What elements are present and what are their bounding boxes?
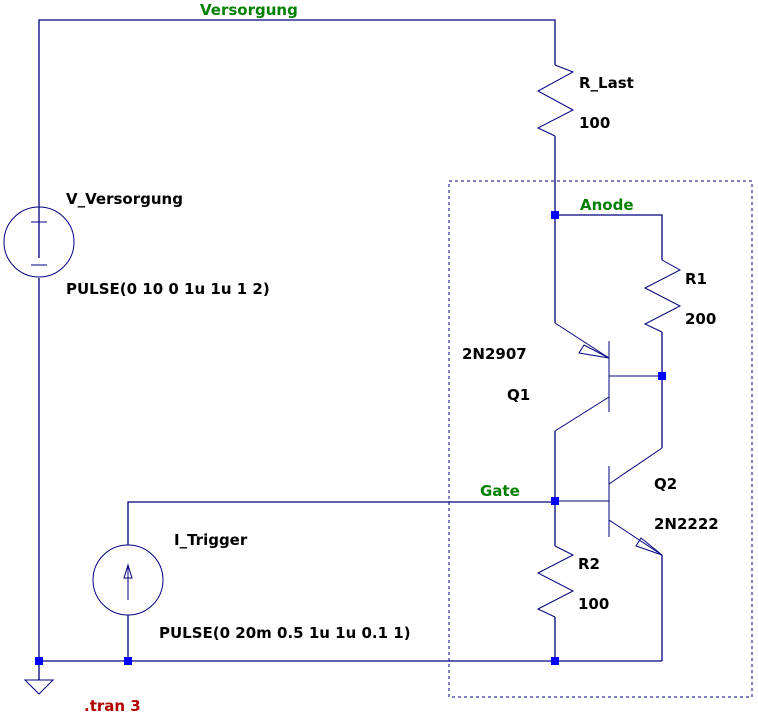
resistor-r1-symbol[interactable] [643, 259, 682, 333]
transistor-q1-symbol[interactable] [554, 322, 662, 432]
wire-supply-top[interactable] [38, 19, 556, 258]
q1-name[interactable]: Q1 [507, 386, 531, 404]
rlast-name[interactable]: R_Last [579, 74, 634, 92]
r2-value[interactable]: 100 [578, 595, 610, 613]
wire-anode-r1[interactable] [555, 214, 663, 260]
q1-model[interactable]: 2N2907 [462, 345, 527, 363]
vsource-name[interactable]: V_Versorgung [66, 190, 183, 208]
transistor-q2-symbol[interactable] [555, 447, 663, 556]
resistor-r-last-symbol[interactable] [536, 64, 575, 137]
net-label-gate[interactable]: Gate [480, 482, 520, 500]
wire-gate[interactable] [127, 501, 555, 545]
spice-directive[interactable]: .tran 3 [84, 697, 141, 715]
junction-ground-left [35, 657, 43, 665]
net-label-anode[interactable]: Anode [580, 196, 634, 214]
junction-q1-base [658, 372, 666, 380]
net-label-versorgung[interactable]: Versorgung [200, 1, 298, 19]
rlast-value[interactable]: 100 [579, 114, 611, 132]
thyristor-group-box [448, 180, 753, 698]
isource-value[interactable]: PULSE(0 20m 0.5 1u 1u 0.1 1) [159, 624, 411, 642]
junction-gate [551, 497, 559, 505]
q2-name[interactable]: Q2 [654, 475, 678, 493]
r1-value[interactable]: 200 [685, 310, 717, 328]
junction-ground-r2 [551, 657, 559, 665]
r2-name[interactable]: R2 [578, 555, 600, 573]
junction-ground-isource [124, 657, 132, 665]
resistor-r2-symbol[interactable] [536, 545, 575, 618]
isource-name[interactable]: I_Trigger [174, 531, 248, 549]
ground-icon [23, 679, 55, 695]
current-source-symbol[interactable] [92, 544, 164, 616]
junction-anode [551, 211, 559, 219]
voltage-source-symbol[interactable] [3, 200, 75, 278]
q2-model[interactable]: 2N2222 [654, 515, 719, 533]
vsource-value[interactable]: PULSE(0 10 0 1u 1u 1 2) [66, 280, 270, 298]
r1-name[interactable]: R1 [685, 270, 707, 288]
